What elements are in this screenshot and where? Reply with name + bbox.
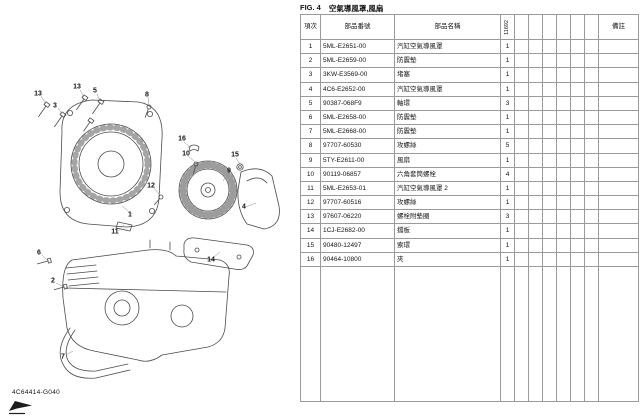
exploded-diagram bbox=[36, 89, 280, 379]
col-remarks: 備註 bbox=[598, 14, 639, 40]
part-callout: 6 bbox=[37, 249, 41, 257]
figure-number: FIG. 4 bbox=[300, 3, 321, 12]
col-model-code: 11692 bbox=[500, 14, 515, 40]
figure-title: FIG. 4 空氣導風罩,風扇 bbox=[300, 3, 383, 14]
figure-name: 空氣導風罩,風扇 bbox=[328, 4, 384, 13]
part-callout: 2 bbox=[51, 277, 55, 285]
part-callout: 4 bbox=[242, 203, 246, 211]
part-callout: 13 bbox=[73, 83, 81, 91]
col-item: 項次 bbox=[300, 14, 321, 40]
brand-logo-icon bbox=[9, 401, 32, 415]
part-callout: 5 bbox=[93, 87, 97, 95]
col-part-name: 部品名稱 bbox=[394, 14, 501, 40]
model-code-label: 11692 bbox=[503, 19, 510, 35]
part-callout: 9 bbox=[227, 167, 231, 175]
part-callout: 15 bbox=[231, 151, 239, 159]
col-part-no: 部品番號 bbox=[320, 14, 395, 40]
part-callout: 3 bbox=[53, 102, 57, 110]
part-callout: 14 bbox=[207, 256, 215, 264]
part-callout: 16 bbox=[178, 135, 186, 143]
part-callout: 12 bbox=[147, 182, 155, 190]
table-empty-area bbox=[300, 266, 639, 402]
part-callout: 8 bbox=[145, 91, 149, 99]
catalog-number: 4C64414-G040 bbox=[12, 389, 61, 396]
part-callout: 11 bbox=[111, 228, 119, 236]
table-header-row: 項次 部品番號 部品名稱 11692 備註 bbox=[300, 14, 639, 40]
part-callout: 1 bbox=[128, 211, 132, 219]
part-callout: 13 bbox=[34, 90, 42, 98]
part-callout: 10 bbox=[182, 150, 190, 158]
part-callout: 7 bbox=[61, 353, 65, 361]
